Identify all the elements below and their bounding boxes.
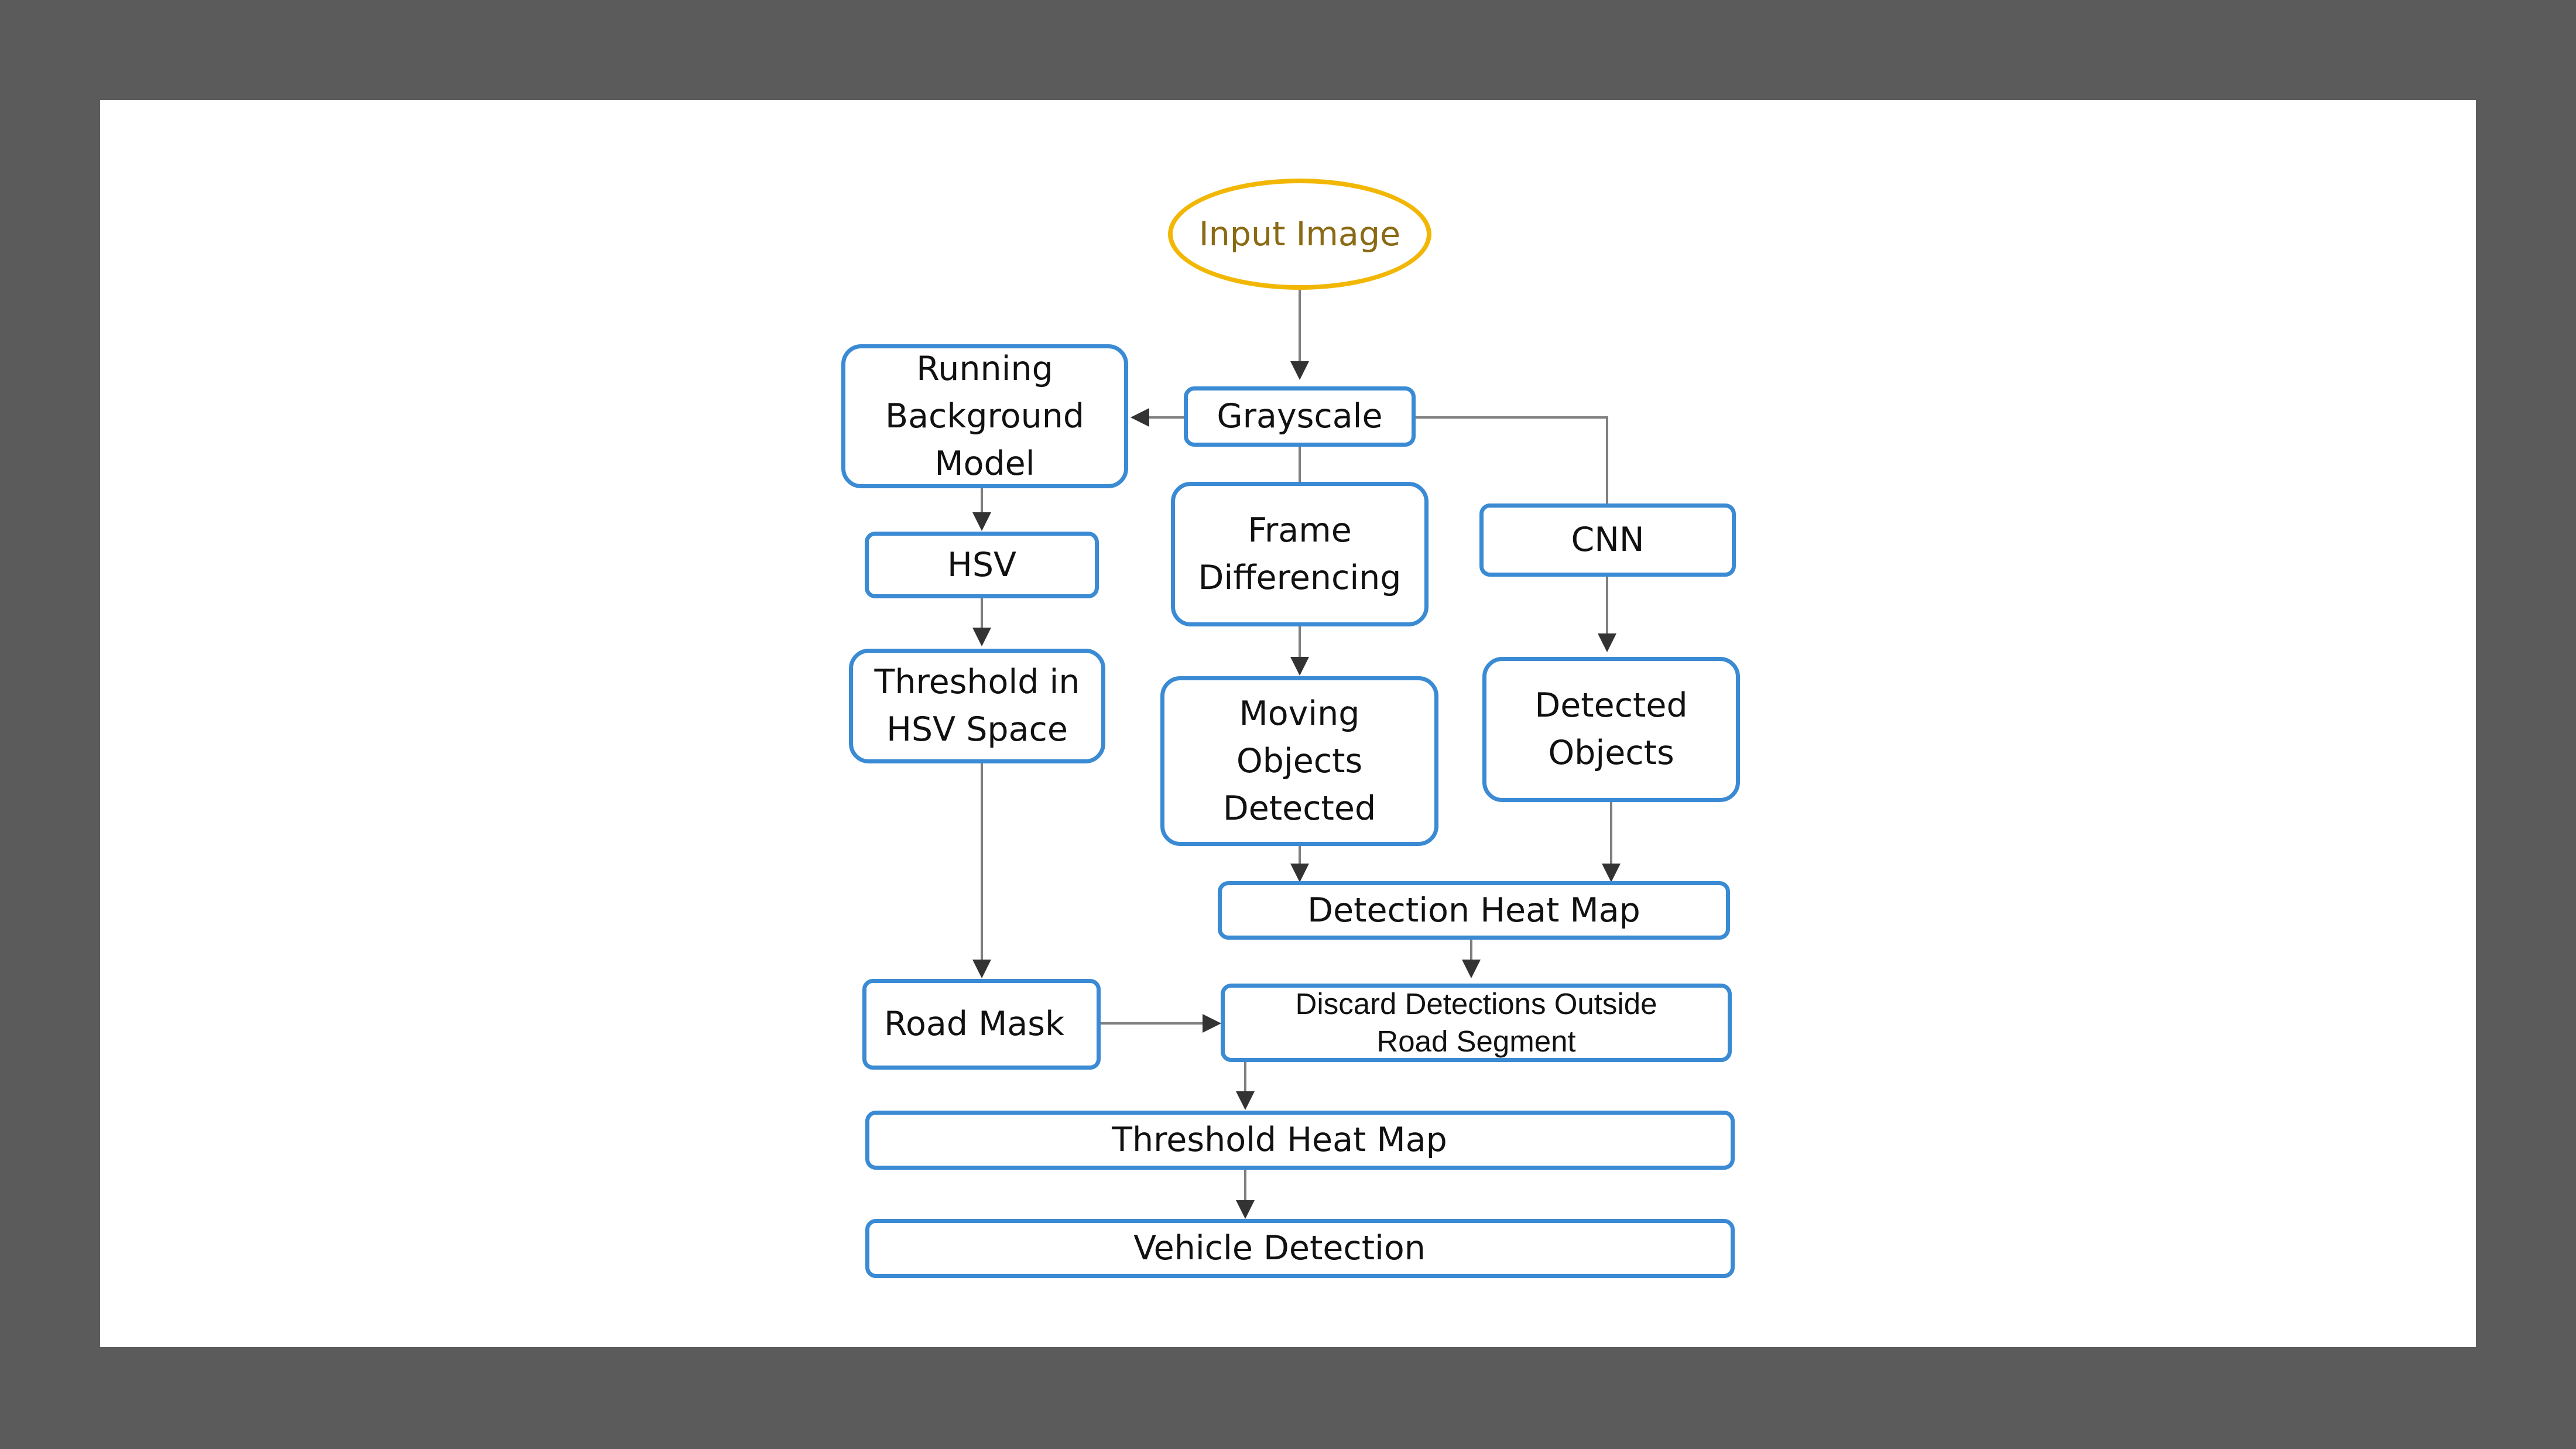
cnn-node: CNN [1479,503,1736,577]
discard-detections-node: Discard Detections Outside Road Segment [1221,984,1732,1062]
detected-objects-node: Detected Objects [1482,657,1740,802]
running-background-model-node: Running Background Model [841,344,1128,488]
detection-heat-map-node: Detection Heat Map [1218,881,1730,940]
grayscale-node: Grayscale [1184,386,1416,447]
vehicle-detection-node: Vehicle Detection [865,1219,1735,1278]
frame-differencing-node: Frame Differencing [1171,482,1429,626]
threshold-heat-map-node: Threshold Heat Map [865,1111,1735,1170]
input-image-node: Input Image [1168,179,1431,290]
edge-grayscale-to-cnn [1416,416,1608,503]
threshold-in-hsv-space-node: Threshold in HSV Space [849,649,1105,763]
moving-objects-detected-node: Moving Objects Detected [1160,676,1438,846]
road-mask-node: Road Mask [862,979,1101,1070]
hsv-node: HSV [865,532,1099,598]
